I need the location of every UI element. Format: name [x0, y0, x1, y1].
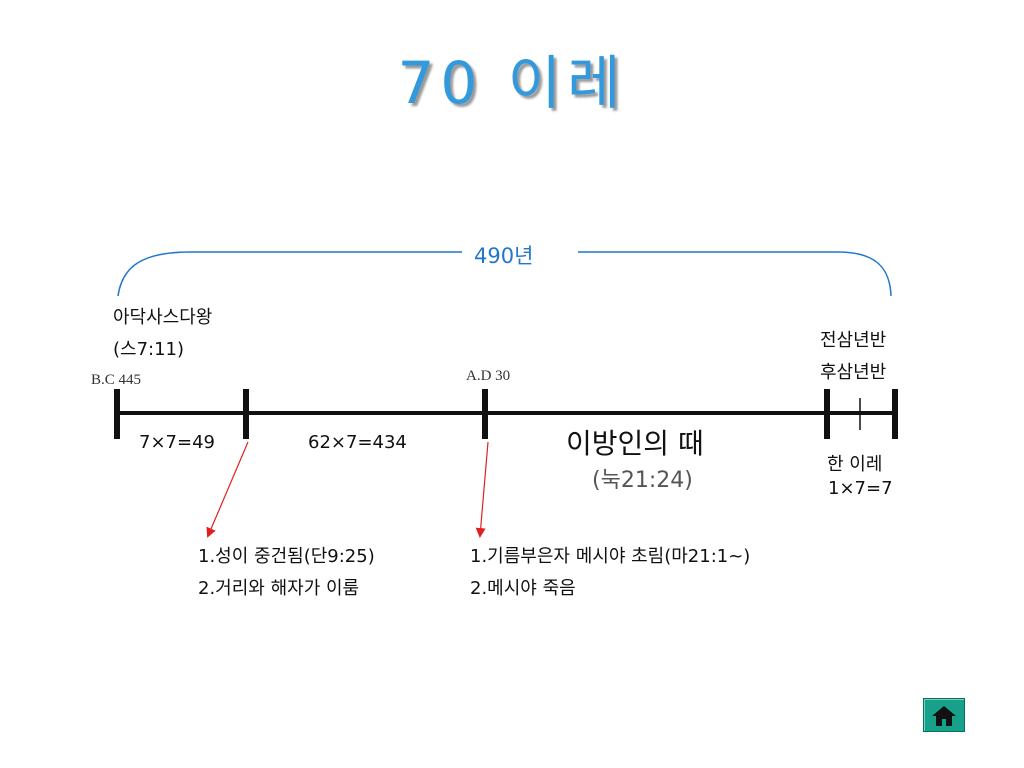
events-left: 1.성이 중건됨(단9:25) 2.거리와 해자가 이룸	[198, 541, 375, 605]
king-reference: (스7:11)	[113, 339, 185, 360]
event-left-1: 1.성이 중건됨(단9:25)	[198, 546, 375, 567]
event-left-2: 2.거리와 해자가 이룸	[198, 578, 360, 599]
middle-year: A.D 30	[466, 368, 511, 384]
span-brace-left	[117, 251, 462, 297]
span-brace-right	[578, 251, 892, 297]
king-name: 아닥사스다왕	[113, 307, 213, 328]
first-half-label: 전삼년반	[820, 330, 887, 351]
arrow-right	[475, 441, 489, 538]
final-week-formula: 1×7=7	[828, 478, 893, 499]
start-year: B.C 445	[91, 372, 142, 388]
span-label: 490년	[462, 240, 546, 270]
segment-49-label: 7×7=49	[139, 432, 215, 453]
king-label: 아닥사스다왕 (스7:11)	[113, 302, 212, 366]
gentiles-era-title: 이방인의 때	[566, 427, 704, 460]
page-title: 70 이레	[397, 49, 627, 117]
arrow-left	[206, 441, 249, 538]
second-half-label: 후삼년반	[820, 362, 887, 383]
home-icon	[932, 706, 956, 726]
final-week-label: 한 이레	[827, 454, 883, 475]
segment-434-label: 62×7=434	[308, 432, 407, 453]
home-button[interactable]	[923, 698, 965, 732]
event-right-2: 2.메시야 죽음	[470, 578, 576, 599]
events-right: 1.기름부은자 메시야 초림(마21:1~) 2.메시야 죽음	[470, 541, 750, 605]
gentiles-era-reference: (눅21:24)	[592, 468, 693, 493]
event-right-1: 1.기름부은자 메시야 초림(마21:1~)	[470, 546, 751, 567]
